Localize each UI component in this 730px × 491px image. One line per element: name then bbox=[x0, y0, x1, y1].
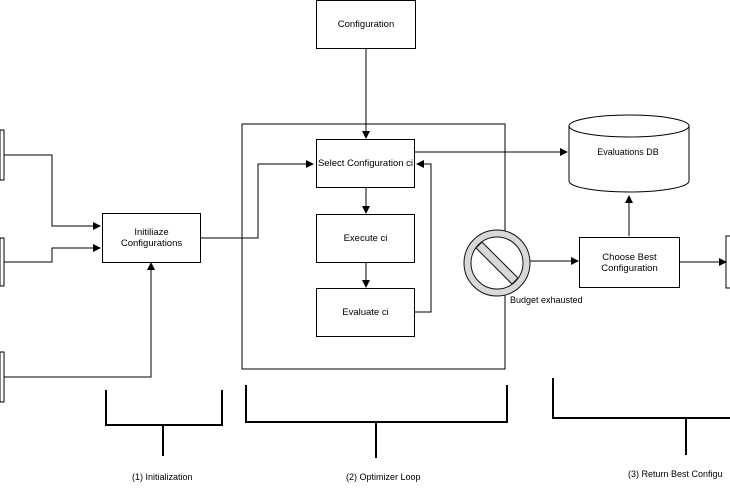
arrow-evaluate-to-select-loop bbox=[415, 160, 432, 313]
arrow-input-bottom-to-initialize bbox=[4, 262, 155, 378]
arrow-input-top-to-initialize bbox=[4, 154, 101, 230]
evaluations-db-cylinder bbox=[568, 114, 690, 193]
configuration-node: Configuration bbox=[316, 0, 416, 49]
return-best-phase-label: (3) Return Best Configu bbox=[628, 469, 723, 479]
initialization-phase-label: (1) Initialization bbox=[132, 472, 193, 482]
evaluate-node: Evaluate ci bbox=[316, 288, 415, 337]
prohibited-icon bbox=[463, 229, 531, 297]
select-configuration-node: Select Configuration ci bbox=[316, 139, 415, 188]
arrow-input-middle-to-initialize bbox=[4, 244, 101, 263]
input-box-top-clip bbox=[0, 129, 5, 181]
execute-node: Execute ci bbox=[316, 214, 415, 263]
budget-exhausted-label: Budget exhausted bbox=[510, 295, 583, 305]
input-box-bottom-clip bbox=[0, 351, 5, 403]
initialize-configurations-node: Initiliaze Configurations bbox=[102, 213, 201, 263]
choose-best-configuration-node: Choose Best Configuration bbox=[579, 237, 680, 288]
evaluations-db-label: Evaluations DB bbox=[597, 147, 659, 157]
optimizer-loop-bracket bbox=[245, 385, 508, 423]
arrow-initialize-to-select bbox=[201, 160, 314, 239]
initialization-bracket bbox=[105, 390, 223, 426]
input-box-middle-clip bbox=[0, 237, 5, 287]
optimizer-loop-phase-label: (2) Optimizer Loop bbox=[346, 472, 421, 482]
output-box-clip bbox=[725, 235, 730, 289]
return-best-bracket bbox=[552, 378, 730, 419]
